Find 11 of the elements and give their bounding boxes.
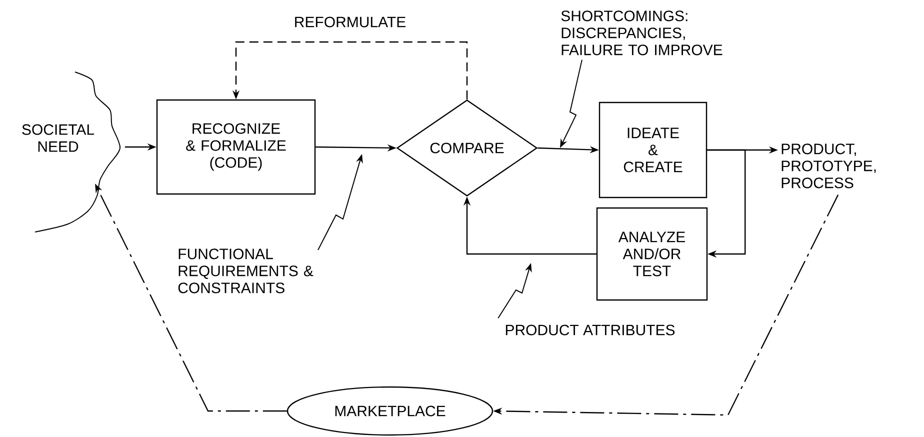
annotation-text: SHORTCOMINGS: DISCREPANCIES, FAILURE TO IMPROVE: [561, 10, 722, 56]
annotation-text: FUNCTIONAL REQUIREMENTS & CONSTRAINTS: [178, 248, 314, 294]
edge-label: REFORMULATE: [292, 14, 408, 30]
need-label: SOCIETAL NEED: [22, 124, 94, 152]
arrow: [707, 149, 746, 258]
output-label: PRODUCT, PROTOTYPE, PROCESS: [782, 144, 876, 188]
process-box: RECOGNIZE & FORMALIZE (CODE): [156, 99, 316, 195]
marketplace-cloud: MARKETPLACE: [286, 386, 494, 436]
process-box: IDEATE & CREATE: [598, 102, 708, 198]
process-box: ANALYZE AND/OR TEST: [596, 207, 708, 301]
annotation-text: PRODUCT ATTRIBUTES: [506, 324, 675, 336]
